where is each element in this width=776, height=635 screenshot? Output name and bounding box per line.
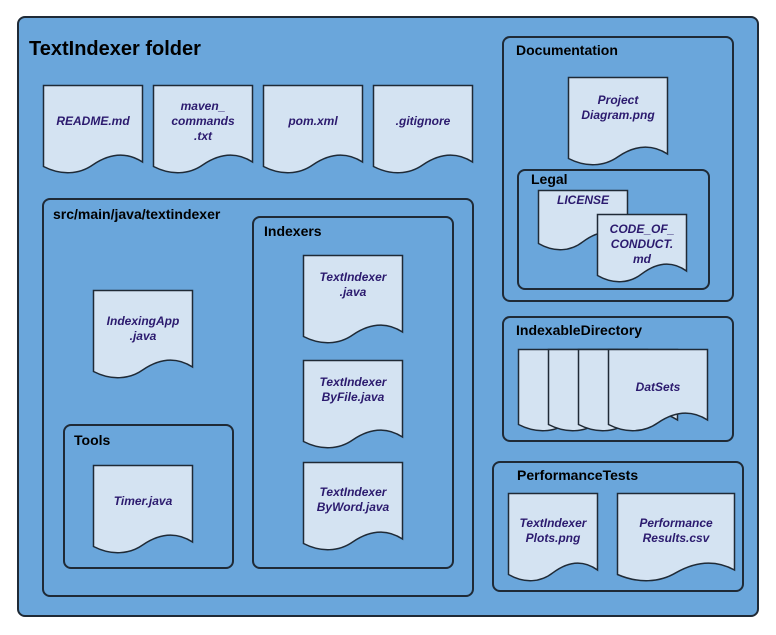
gitignore-file[interactable]: .gitignore	[372, 84, 474, 174]
performance-results-file-label: Performance Results.csv	[639, 516, 713, 545]
project-diagram-file-label: Project Diagram.png	[581, 93, 655, 122]
document-shape	[92, 464, 194, 554]
datasets-file[interactable]: DatSets	[607, 348, 709, 432]
timer-file-label: Timer.java	[113, 494, 173, 508]
performance-results-file[interactable]: Performance Results.csv	[616, 492, 736, 582]
document-shape	[607, 348, 709, 432]
maven-commands-file-label: maven_ commands .txt	[171, 99, 235, 143]
license-file-label: LICENSE	[556, 193, 609, 207]
indexing-app-file-label: IndexingApp .java	[106, 314, 180, 343]
indexing-app-file[interactable]: IndexingApp .java	[92, 289, 194, 379]
tools-folder-title: Tools	[74, 432, 111, 448]
maven-commands-file[interactable]: maven_ commands .txt	[152, 84, 254, 174]
document-shape	[507, 492, 599, 582]
readme-file-label: README.md	[56, 114, 130, 128]
text-indexer-by-file-file[interactable]: TextIndexer ByFile.java	[302, 359, 404, 449]
legal-folder-title: Legal	[531, 171, 568, 187]
performance-tests-folder-title: PerformanceTests	[517, 467, 639, 483]
root-folder-title: TextIndexer folder	[29, 38, 201, 60]
document-shape	[92, 289, 194, 379]
document-shape	[302, 461, 404, 551]
indexable-directory-folder-title: IndexableDirectory	[516, 322, 643, 338]
document-shape	[262, 84, 364, 174]
plots-file[interactable]: TextIndexer Plots.png	[507, 492, 599, 582]
text-indexer-file[interactable]: TextIndexer .java	[302, 254, 404, 344]
datasets-file-label: DatSets	[635, 380, 681, 394]
indexers-folder-title: Indexers	[264, 223, 322, 239]
document-shape	[616, 492, 736, 582]
document-shape	[152, 84, 254, 174]
plots-file-label: TextIndexer Plots.png	[519, 516, 587, 545]
text-indexer-by-word-file[interactable]: TextIndexer ByWord.java	[302, 461, 404, 551]
documentation-folder-title: Documentation	[516, 42, 618, 58]
document-shape	[302, 254, 404, 344]
text-indexer-file-label: TextIndexer .java	[319, 270, 387, 299]
code-of-conduct-file-label: CODE_OF_ CONDUCT. md	[609, 222, 675, 266]
text-indexer-by-file-file-label: TextIndexer ByFile.java	[319, 375, 387, 404]
document-shape	[42, 84, 144, 174]
gitignore-file-label: .gitignore	[395, 114, 451, 128]
timer-file[interactable]: Timer.java	[92, 464, 194, 554]
src-folder-title: src/main/java/textindexer	[53, 206, 221, 222]
document-shape	[596, 213, 688, 283]
pom-file[interactable]: pom.xml	[262, 84, 364, 174]
text-indexer-by-word-file-label: TextIndexer ByWord.java	[316, 485, 390, 514]
pom-file-label: pom.xml	[288, 114, 338, 128]
document-shape	[567, 76, 669, 166]
document-shape	[372, 84, 474, 174]
project-diagram-file[interactable]: Project Diagram.png	[567, 76, 669, 166]
code-of-conduct-file[interactable]: CODE_OF_ CONDUCT. md	[596, 213, 688, 283]
readme-file[interactable]: README.md	[42, 84, 144, 174]
document-shape	[302, 359, 404, 449]
